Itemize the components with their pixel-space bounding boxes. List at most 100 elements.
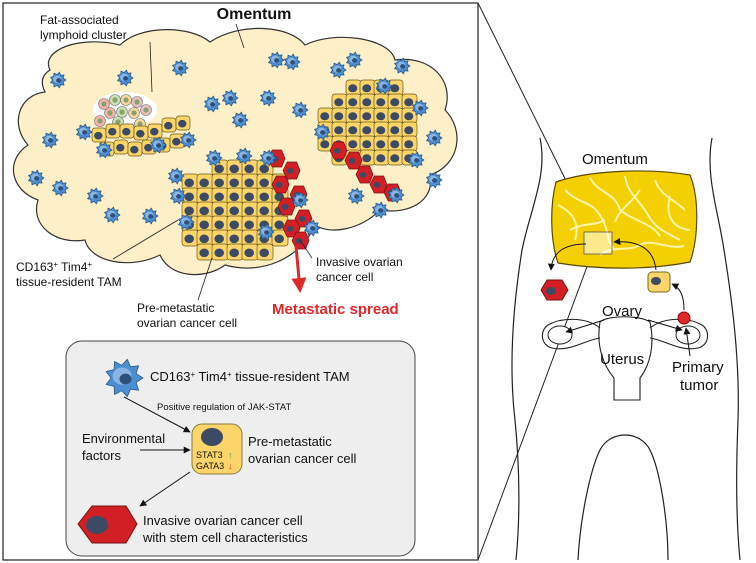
tumor-cell: [181, 173, 199, 191]
tumor-cell: [373, 149, 390, 166]
arrow-omentum-to-invasive: [547, 243, 587, 271]
tam-macrophage: [42, 131, 59, 149]
invasive-label-line1: Invasive ovarian: [316, 255, 403, 269]
tumor-cell: [401, 93, 418, 110]
tam-macrophage: [388, 186, 405, 204]
tumor-cell: [127, 141, 143, 157]
tumor-cell: [401, 121, 418, 138]
tam-macrophage: [104, 206, 121, 224]
tam-macrophage: [394, 57, 411, 75]
legend-tam-macrophage: [105, 358, 144, 398]
body-primary-line1: Primary: [672, 359, 724, 376]
legend-gata3-down-icon: ↓: [228, 461, 233, 471]
legend-tam-arrow: [123, 396, 191, 433]
lymphocyte-group: [94, 94, 152, 130]
tumor-cell: [211, 173, 229, 191]
omentum-vein: [654, 179, 686, 211]
lymphocyte: [104, 107, 116, 119]
tam-macrophage: [348, 187, 365, 205]
tumor-cell: [119, 123, 135, 139]
tumor-cell: [211, 215, 229, 233]
right-fallopian-tube: [649, 318, 709, 350]
premet-pointer: [197, 257, 213, 301]
omentum-vein: [667, 195, 691, 231]
invasive-cell: [344, 151, 363, 170]
tumor-cell: [226, 243, 244, 261]
tam-macrophage: [314, 123, 331, 141]
ovary-pointer-right: [647, 319, 683, 332]
tumor-cell: [113, 139, 129, 155]
tumor-cell: [226, 159, 244, 177]
tam-macrophage: [222, 89, 239, 107]
tumor-cell: [331, 93, 348, 110]
tam-macrophage: [376, 77, 393, 95]
tumor-cell: [241, 201, 259, 219]
tumor-cell: [359, 135, 376, 152]
tumor-cell: [359, 107, 376, 124]
tam-macrophage: [268, 51, 285, 69]
tumor-cell: [226, 215, 244, 233]
flc-pointer: [149, 41, 153, 93]
zoom-line-bottom: [477, 255, 592, 561]
tam-macrophage: [258, 223, 275, 241]
tumor-cell: [373, 121, 390, 138]
tam-macrophage: [372, 201, 389, 219]
legend-invasive-line2: with stem cell characteristics: [142, 530, 308, 545]
tam-macrophage: [178, 213, 195, 231]
tumor-cell: [211, 187, 229, 205]
tumor-cell: [181, 229, 199, 247]
lymphocyte: [128, 107, 140, 119]
legend-tam-icon: [105, 358, 144, 398]
tumor-cell: [211, 243, 229, 261]
body-premet-nucleus: [651, 277, 661, 285]
legend-gata3: GATA3: [196, 461, 224, 471]
omentum-pointer: [235, 23, 245, 49]
omentum-title: Omentum: [217, 6, 292, 23]
legend-positive-regulation: Positive regulation of JAK-STAT: [157, 402, 291, 413]
tam-pointer: [112, 219, 179, 260]
tumor-cell: [387, 79, 404, 96]
lymphocyte: [98, 98, 110, 110]
tam-macrophage: [76, 123, 93, 141]
body-uterus-label: Uterus: [600, 351, 644, 368]
tumor-cell: [373, 135, 390, 152]
legend-env-line2: factors: [82, 448, 122, 463]
legend-invasive-line1: Invasive ovarian cancer cell: [143, 513, 303, 528]
primary-pointer: [683, 327, 691, 357]
invasive-cell: [282, 161, 301, 180]
tumor-cell: [345, 107, 362, 124]
tumor-cell: [331, 121, 348, 138]
invasive-cell: [369, 175, 388, 194]
legend-premet-line2: ovarian cancer cell: [248, 451, 356, 466]
invasive-cell: [277, 197, 296, 216]
tumor-cell: [359, 149, 376, 166]
invasive-cell: [329, 141, 348, 160]
legend-tam-label: CD163+ Tim4+ tissue-resident TAM: [150, 369, 350, 384]
lymphocyte: [109, 94, 121, 106]
tam-macrophage: [292, 191, 309, 209]
invasive-pointer: [299, 239, 313, 259]
tumor-cell: [256, 201, 274, 219]
tam-macrophage: [180, 131, 197, 149]
tam-macrophage: [426, 129, 443, 147]
tam-macrophage: [346, 51, 363, 69]
lymphocyte: [131, 96, 143, 108]
tam-macrophage: [28, 169, 45, 187]
tam-label-line1: CD163+ Tim4+: [16, 260, 92, 275]
tam-macrophage: [52, 179, 69, 197]
tam-macrophage: [292, 101, 309, 119]
tam-macrophage: [170, 187, 187, 205]
tumor-cell: [196, 243, 214, 261]
omentum-vein: [614, 189, 641, 223]
tam-macrophage: [87, 187, 104, 205]
legend-stat3: STAT3: [196, 450, 223, 460]
omentum-vein: [557, 204, 578, 241]
tumor-cell: [211, 229, 229, 247]
tumor-cell: [241, 215, 259, 233]
tam-macrophage: [232, 111, 249, 129]
tumor-cell: [317, 107, 334, 124]
tumor-cell: [373, 107, 390, 124]
body-primary-line2: tumor: [680, 377, 718, 394]
tumor-cell: [226, 173, 244, 191]
tumor-cell: [161, 117, 177, 133]
